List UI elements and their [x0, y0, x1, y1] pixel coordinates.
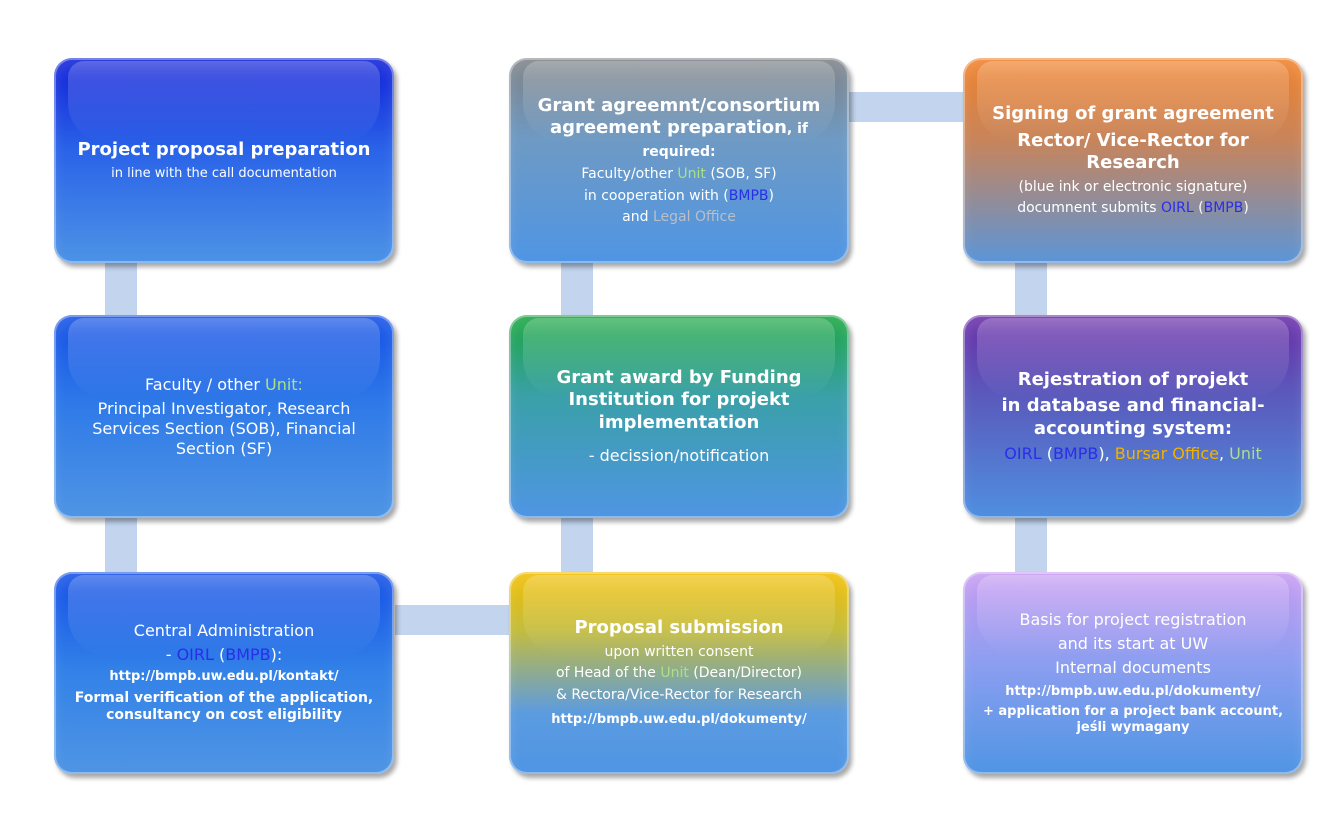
submission-consent: upon written consent [604, 643, 754, 660]
rector-label: & Rectora/Vice-Rector for Research [556, 686, 802, 703]
faculty-label: Faculty/other [581, 166, 678, 182]
signing-title: Signing of grant agreement [992, 103, 1274, 125]
connector-proposal-prep-to-faculty [105, 263, 137, 315]
node-grant-award: Grant award by Funding Institution for p… [509, 315, 849, 518]
cooperation-label: in cooperation with ( [584, 187, 729, 204]
unit-label: Unit: [264, 374, 303, 394]
basis-internal-docs: Internal documents [1055, 657, 1211, 677]
registration-system: in database and financial-accounting sys… [1001, 395, 1265, 439]
grant-award-subtitle: - decission/notification [588, 446, 770, 466]
signing-rector: Rector/ Vice-Rector for Research [1017, 129, 1249, 174]
dean-label: (Dean/Director) [688, 665, 803, 682]
legal-office-label: Legal Office [652, 209, 736, 225]
unit-label: Unit [660, 665, 689, 682]
node-signing-grant-agreement: Signing of grant agreement Rector/ Vice-… [963, 58, 1303, 263]
connector-agreement-prep-to-signing [849, 92, 963, 122]
registration-title: Rejestration of projekt [1017, 368, 1249, 390]
agreement-prep-title-suffix: , if required: [642, 121, 809, 160]
dash: - [165, 645, 177, 665]
node-central-administration: Central Administration - OIRL (BMPB): ht… [54, 572, 394, 774]
paren-open: ( [1193, 200, 1204, 217]
paren-close: ) [768, 187, 774, 204]
head-label: of Head of the [555, 665, 661, 682]
paren-close: ): [270, 645, 283, 665]
bmpb-label: BMPB [1203, 200, 1244, 217]
oirl-label: OIRL [176, 645, 214, 665]
node-faculty-unit: Faculty / other Unit: Principal Investig… [54, 315, 394, 518]
connector-central-admin-to-submission [395, 605, 510, 635]
dokumenty-url: http://bmpb.uw.edu.pl/dokumenty/ [551, 712, 807, 728]
connector-signing-to-registration [1015, 263, 1047, 315]
connector-faculty-to-central-admin [105, 518, 137, 572]
oirl-label: OIRL [1004, 444, 1042, 464]
agreement-prep-title: Grant agreemnt/consortium agreement prep… [537, 94, 821, 139]
paren-open: ( [1041, 444, 1053, 464]
bmpb-label: BMPB [1052, 444, 1099, 464]
bmpb-label: BMPB [728, 187, 769, 204]
connector-registration-to-basis [1015, 518, 1047, 572]
node-project-proposal-preparation: Project proposal preparation in line wit… [54, 58, 394, 263]
paren-close: ), [1098, 444, 1115, 464]
node-proposal-submission: Proposal submission upon written consent… [509, 572, 849, 774]
submission-title: Proposal submission [574, 617, 784, 639]
central-admin-title: Central Administration [133, 621, 315, 641]
connector-submission-to-award [561, 518, 593, 572]
signing-ink: (blue ink or electronic signature) [1018, 178, 1248, 195]
and-label: and [622, 209, 653, 225]
grant-award-title: Grant award by Funding Institution for p… [556, 366, 802, 433]
kontakt-url: http://bmpb.uw.edu.pl/kontakt/ [109, 669, 339, 685]
paren-close: ) [1243, 200, 1249, 217]
paren-open: ( [213, 645, 226, 665]
basis-start: and its start at UW [1057, 633, 1209, 653]
bmpb-label: BMPB [225, 645, 271, 665]
node-grant-agreement-preparation: Grant agreemnt/consortium agreement prep… [509, 58, 849, 263]
basis-title: Basis for project registration [1019, 609, 1247, 629]
bursar-office-label: Bursar Office [1114, 444, 1219, 464]
node-subtitle: in line with the call documentation [111, 165, 337, 181]
node-basis-for-registration: Basis for project registration and its s… [963, 572, 1303, 774]
unit-label: Unit [677, 166, 706, 182]
faculty-label: Faculty / other [145, 374, 265, 394]
oirl-label: OIRL [1160, 200, 1194, 217]
basis-bank-account: + application for a project bank account… [982, 703, 1284, 736]
node-project-registration: Rejestration of projekt in database and … [963, 315, 1303, 518]
central-admin-duties: Formal verification of the application, … [74, 689, 374, 724]
faculty-roles: Principal Investigator, Research Service… [92, 398, 356, 458]
unit-label: Unit [1229, 444, 1262, 464]
node-title: Project proposal preparation [77, 139, 371, 161]
connector-award-to-agreement-prep [561, 263, 593, 315]
comma: , [1218, 444, 1230, 464]
sob-sf-label: (SOB, SF) [705, 166, 777, 182]
submits-label: documnent submits [1017, 200, 1161, 217]
basis-dokumenty-url: http://bmpb.uw.edu.pl/dokumenty/ [1005, 683, 1261, 699]
